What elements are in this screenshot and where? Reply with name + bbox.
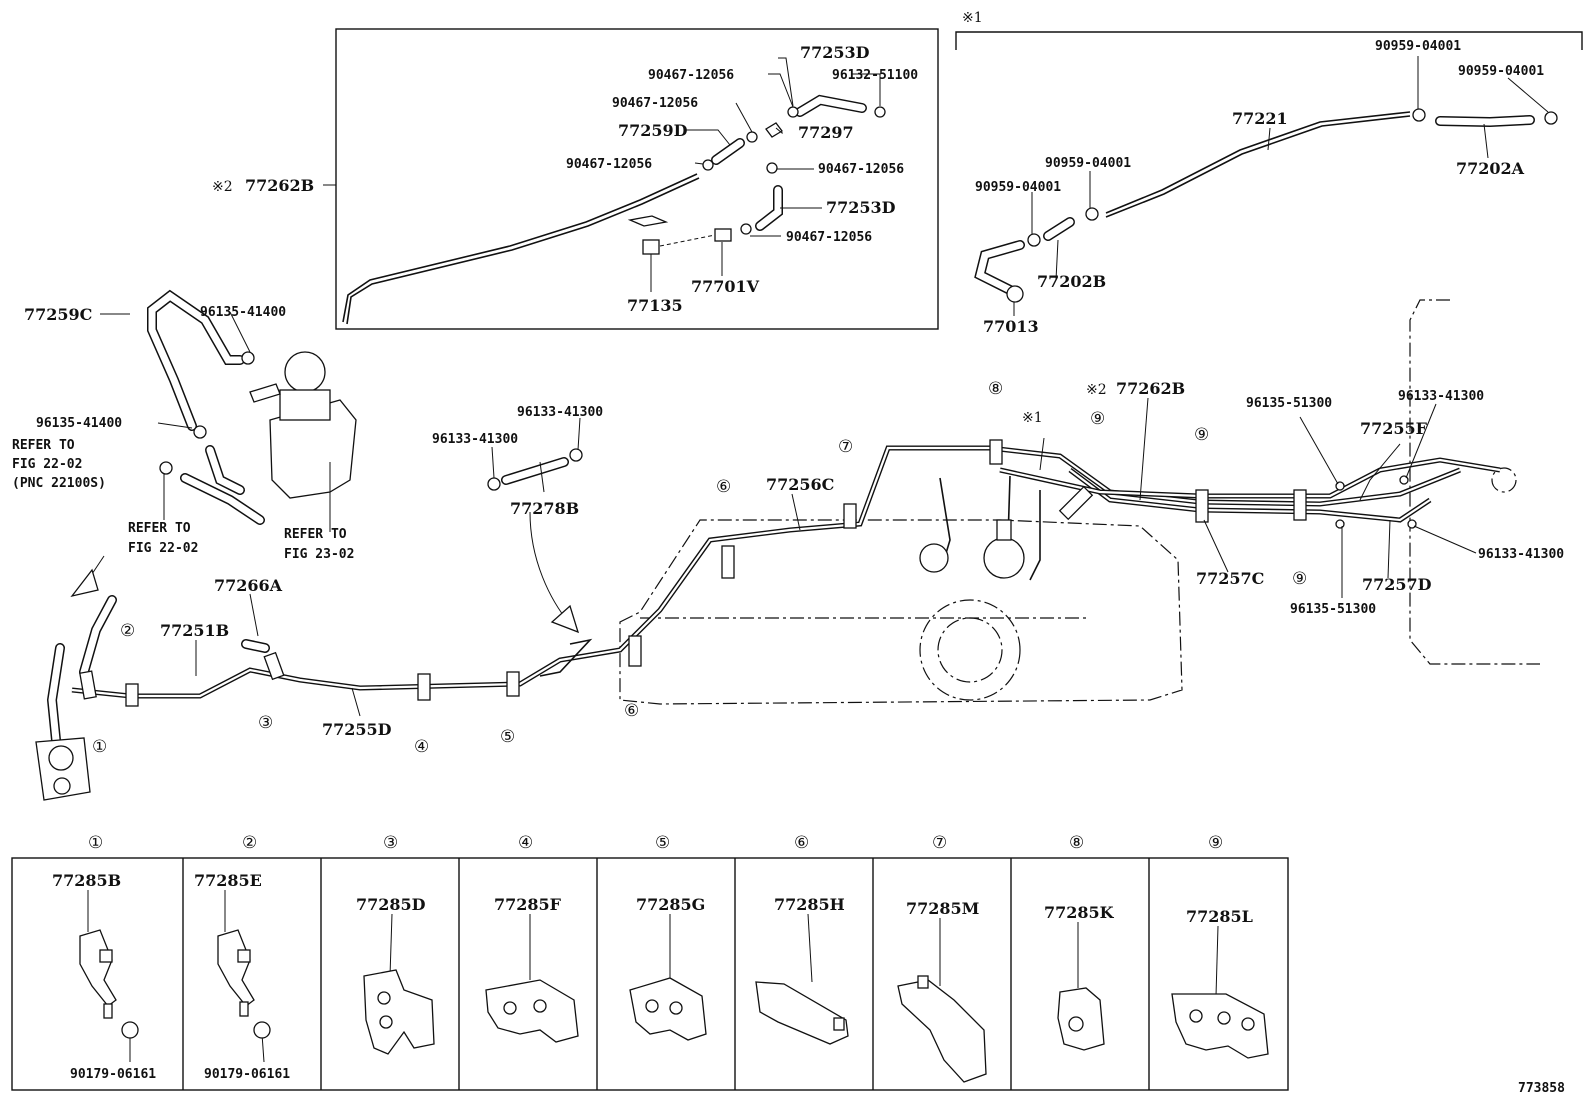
clamp-ref-9c: ⑨	[1292, 569, 1307, 589]
figure-id: 773858	[1518, 1081, 1565, 1096]
note2-marker-main: ※2	[1086, 382, 1107, 398]
clamp-ref-3: ③	[258, 713, 273, 733]
refer-22-02-line1: REFER TO	[128, 521, 191, 536]
label-77135: 77135	[627, 296, 683, 315]
clamp-ref-8: ⑧	[988, 379, 1003, 399]
label-77266A: 77266A	[214, 576, 283, 595]
label-77256C: 77256C	[766, 475, 834, 494]
label-96132-51100: 96132-51100	[832, 68, 918, 83]
table-part-77285K: 77285K	[1044, 903, 1115, 922]
label-96133-41300-c: 96133-41300	[1398, 389, 1484, 404]
label-77259C: 77259C	[24, 305, 92, 324]
clamp-77285G-shape	[629, 977, 707, 1041]
label-90959-04001-d: 90959-04001	[975, 180, 1061, 195]
note2-marker-inset: ※2	[212, 179, 233, 195]
inset-bracket-right: ※1 90959-04001 90959-04001 77221 77202A …	[955, 10, 1583, 336]
label-96135-41400-b: 96135-41400	[36, 416, 122, 431]
table-part-77285G: 77285G	[636, 895, 705, 914]
label-77221: 77221	[1232, 109, 1288, 128]
refer-22-02-line2: FIG 22-02	[128, 541, 198, 556]
table-num-1: ①	[88, 833, 103, 853]
label-96133-41300-b: 96133-41300	[432, 432, 518, 447]
clamp-ref-2: ②	[120, 621, 135, 641]
label-90467-12056-b: 90467-12056	[612, 96, 698, 111]
label-77262B-inset: 77262B	[245, 176, 314, 195]
label-96133-41300-a: 96133-41300	[517, 405, 603, 420]
clamp-ref-7: ⑦	[838, 437, 853, 457]
refer-23-02-line1: REFER TO	[284, 527, 347, 542]
label-77255F: 77255F	[1360, 419, 1428, 438]
label-77297: 77297	[798, 123, 854, 142]
refer-22-02-pnc-line1: REFER TO	[12, 438, 75, 453]
clamp-77285K-shape	[1057, 987, 1105, 1051]
clamp-ref-1: ①	[92, 737, 107, 757]
clamp-ref-9a: ⑨	[1090, 409, 1105, 429]
note1-marker-top: ※1	[962, 10, 983, 26]
table-part-77285E: 77285E	[194, 871, 262, 890]
table-num-9: ⑨	[1208, 833, 1223, 853]
clamp-77285D-shape	[363, 969, 435, 1055]
label-77257C: 77257C	[1196, 569, 1264, 588]
table-nut-2: 90179-06161	[204, 1067, 290, 1082]
table-part-77285F: 77285F	[494, 895, 562, 914]
note1-marker-main: ※1	[1022, 410, 1043, 426]
refer-22-02-pnc-line3: (PNC 22100S)	[12, 476, 106, 491]
refer-22-02-pnc-line2: FIG 22-02	[12, 457, 82, 472]
label-96135-41400-a: 96135-41400	[200, 305, 286, 320]
label-77257D: 77257D	[1362, 575, 1432, 594]
label-77251B: 77251B	[160, 621, 229, 640]
table-num-3: ③	[383, 833, 398, 853]
table-num-2: ②	[242, 833, 257, 853]
label-96135-51300-a: 96135-51300	[1246, 396, 1332, 411]
clamp-table: ① ② ③ ④ ⑤ ⑥ ⑦ ⑧ ⑨ 77285B 77285E 77285D 7…	[11, 833, 1289, 1091]
clamp-77285M-shape	[897, 975, 987, 1083]
table-part-77285L: 77285L	[1186, 907, 1253, 926]
clamp-ref-6a: ⑥	[624, 701, 639, 721]
table-part-77285D: 77285D	[356, 895, 426, 914]
label-77253D-bottom: 77253D	[826, 198, 896, 217]
label-77259D: 77259D	[618, 121, 688, 140]
label-90959-04001-c: 90959-04001	[1045, 156, 1131, 171]
table-part-77285M: 77285M	[906, 899, 979, 918]
table-num-5: ⑤	[655, 833, 670, 853]
clamp-ref-9b: ⑨	[1194, 425, 1209, 445]
label-90467-12056-a: 90467-12056	[648, 68, 734, 83]
clamp-77285B-shape	[79, 929, 139, 1039]
table-num-6: ⑥	[794, 833, 809, 853]
clamp-77285L-shape	[1171, 993, 1269, 1059]
main-assembly: 77259C 96135-41400 96135-41400 REFER TO …	[12, 289, 1564, 801]
table-num-7: ⑦	[932, 833, 947, 853]
inset-box-left: 77253D 90467-12056 96132-51100 90467-120…	[212, 28, 939, 330]
label-90467-12056-d: 90467-12056	[818, 162, 904, 177]
table-num-4: ④	[518, 833, 533, 853]
clamp-ref-6b: ⑥	[716, 477, 731, 497]
clamp-ref-4: ④	[414, 737, 429, 757]
clamp-77285H-shape	[755, 981, 849, 1045]
clamp-77285E-shape	[217, 929, 271, 1039]
label-90959-04001-b: 90959-04001	[1458, 64, 1544, 79]
label-90467-12056-c: 90467-12056	[566, 157, 652, 172]
label-77255D: 77255D	[322, 720, 392, 739]
table-num-8: ⑧	[1069, 833, 1084, 853]
label-77253D-top: 77253D	[800, 43, 870, 62]
label-96135-51300-b: 96135-51300	[1290, 602, 1376, 617]
label-77202B: 77202B	[1037, 272, 1106, 291]
label-77202A: 77202A	[1456, 159, 1525, 178]
label-77262B-main: 77262B	[1116, 379, 1185, 398]
table-part-77285B: 77285B	[52, 871, 121, 890]
label-77701V: 77701V	[691, 277, 760, 296]
clamp-ref-5: ⑤	[500, 727, 515, 747]
table-nut-1: 90179-06161	[70, 1067, 156, 1082]
table-part-77285H: 77285H	[774, 895, 845, 914]
label-90959-04001-a: 90959-04001	[1375, 39, 1461, 54]
label-77013: 77013	[983, 317, 1039, 336]
label-77278B: 77278B	[510, 499, 579, 518]
clamp-77285F-shape	[485, 979, 579, 1043]
label-96133-41300-d: 96133-41300	[1478, 547, 1564, 562]
label-90467-12056-e: 90467-12056	[786, 230, 872, 245]
refer-23-02-line2: FIG 23-02	[284, 547, 354, 562]
